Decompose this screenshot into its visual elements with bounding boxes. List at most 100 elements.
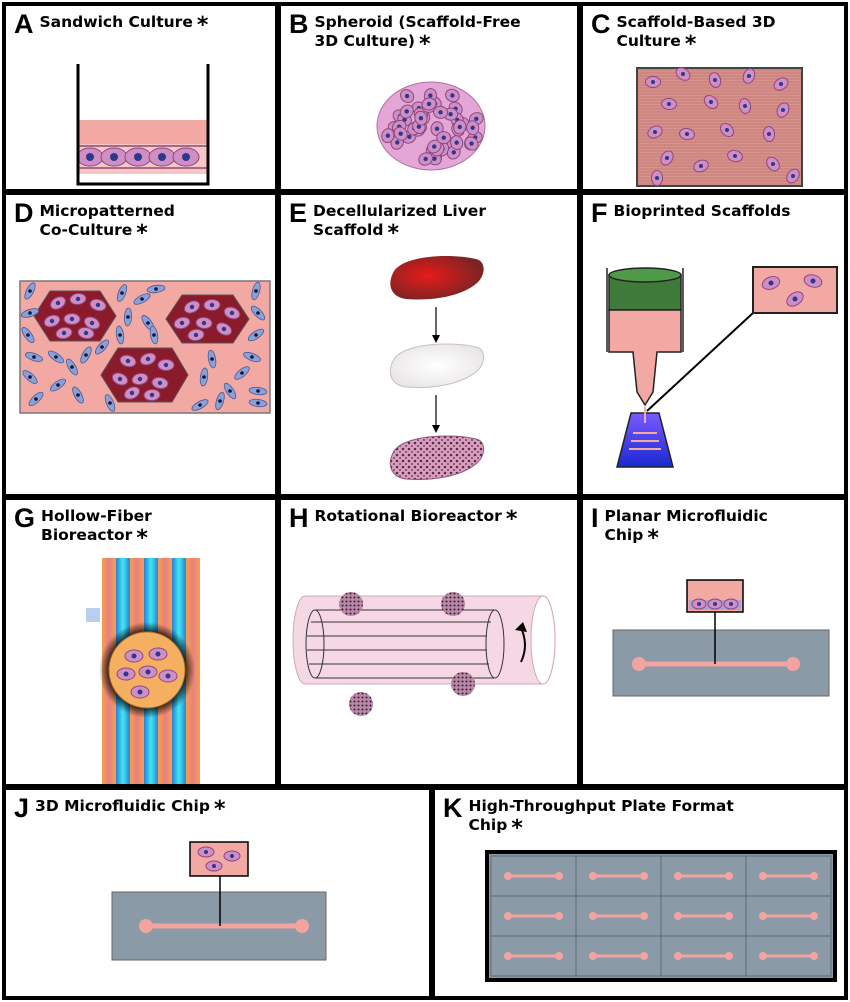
- nucleus: [89, 320, 95, 326]
- nucleus: [100, 345, 104, 349]
- inlet-port: [589, 872, 597, 880]
- title-line-1: Sandwich Culture: [39, 13, 193, 31]
- outlet-port: [725, 912, 733, 920]
- nucleus: [791, 174, 795, 178]
- nucleus: [201, 320, 207, 326]
- nucleus: [426, 101, 432, 107]
- nucleus: [665, 156, 669, 160]
- title-line-1: 3D Microfluidic Chip: [35, 797, 210, 815]
- nucleus: [699, 164, 703, 168]
- nucleus: [69, 316, 75, 322]
- nucleus: [152, 333, 156, 337]
- fibroblasts: [20, 281, 268, 412]
- plate-wells: [490, 855, 832, 977]
- nucleus: [457, 124, 462, 130]
- nucleus: [651, 80, 655, 84]
- title-line-1: Spheroid (Scaffold-Free: [314, 13, 521, 31]
- outlet-port: [640, 912, 648, 920]
- nucleus: [416, 124, 422, 129]
- bioprinter-nozzle-icon: [606, 266, 838, 468]
- nucleus: [61, 330, 67, 336]
- nucleus: [28, 375, 32, 379]
- nucleus: [146, 321, 150, 325]
- title-line-2: Chip: [468, 816, 508, 834]
- outlet-port: [810, 912, 818, 920]
- nucleus: [254, 289, 258, 293]
- nucleus: [432, 144, 437, 149]
- nucleus: [441, 135, 446, 140]
- nucleus: [49, 318, 55, 324]
- panel-title: Bioprinted Scaffolds: [614, 199, 791, 221]
- nucleus: [26, 333, 30, 337]
- outlet-port: [725, 872, 733, 880]
- nucleus: [681, 72, 685, 76]
- nucleus: [432, 156, 437, 161]
- panel-title: Sandwich Culture*: [39, 10, 209, 37]
- nucleus: [395, 140, 400, 145]
- nucleus: [140, 297, 144, 301]
- nucleus: [781, 108, 785, 112]
- nucleus: [55, 300, 61, 306]
- outlet-port: [810, 872, 818, 880]
- nucleus: [451, 150, 457, 155]
- nucleus: [240, 371, 244, 375]
- nucleus: [163, 362, 169, 368]
- nucleus: [779, 82, 783, 86]
- nucleus: [137, 376, 143, 382]
- inlet-port: [759, 952, 767, 960]
- title-line-2: Scaffold: [313, 221, 384, 239]
- outlet-port: [725, 952, 733, 960]
- nucleus: [125, 358, 131, 364]
- spheroid-cell-cluster: [376, 81, 486, 171]
- liver-lobe-icon: [389, 255, 485, 480]
- hollow-fiber-icon: [86, 558, 200, 784]
- nucleus: [474, 116, 479, 121]
- panel-letter: H: [289, 503, 309, 533]
- asterisk-marker: *: [684, 32, 697, 57]
- inlet-port: [504, 872, 512, 880]
- panel-letter: F: [591, 198, 608, 228]
- nucleus: [256, 389, 260, 393]
- title-line-2: Bioreactor: [41, 526, 133, 544]
- nucleus: [76, 393, 80, 397]
- nucleus: [154, 287, 158, 291]
- plate-well: [745, 935, 832, 977]
- nucleus: [398, 131, 403, 136]
- nucleus: [83, 330, 89, 336]
- title-line-1: Micropatterned: [39, 202, 175, 220]
- nucleus: [129, 390, 135, 396]
- panel-letter: J: [14, 793, 30, 823]
- title-line-2: 3D Culture): [314, 32, 415, 50]
- nucleus: [653, 130, 657, 134]
- title-line-1: High-Throughput Plate Format: [468, 797, 734, 815]
- nucleus: [118, 333, 122, 337]
- nucleus: [157, 380, 163, 386]
- hepatocytes: [43, 292, 241, 402]
- title-line-1: Decellularized Liver: [313, 202, 486, 220]
- panel-letter: A: [14, 9, 34, 39]
- nucleus: [117, 376, 123, 382]
- nucleus: [407, 134, 412, 139]
- panel-title: Rotational Bioreactor*: [315, 504, 518, 531]
- nucleus: [743, 104, 747, 108]
- microfluidic-chip-icon: [612, 579, 830, 697]
- panel-j-3d-microfluidic: J 3D Microfluidic Chip*: [2, 786, 433, 1000]
- nucleus: [256, 311, 260, 315]
- nucleus: [95, 302, 101, 308]
- nucleus: [34, 397, 38, 401]
- nucleus: [404, 93, 410, 99]
- asterisk-marker: *: [136, 221, 148, 246]
- title-line-2: Chip: [604, 526, 644, 544]
